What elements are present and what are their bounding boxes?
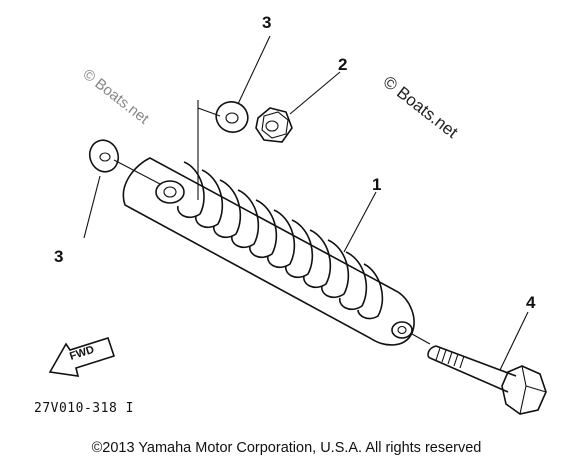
callout-bolt: 4 <box>526 293 536 312</box>
part-code: 27V010-318 I <box>34 401 134 416</box>
washer-top <box>215 101 249 133</box>
washer-left <box>88 139 120 173</box>
fwd-label: FWD <box>68 344 96 363</box>
shock-absorber <box>122 157 415 346</box>
copyright-notice: ©2013 Yamaha Motor Corporation, U.S.A. A… <box>91 440 482 456</box>
leader-lines <box>83 35 529 371</box>
nut <box>255 107 293 143</box>
bolt <box>427 345 547 415</box>
fwd-arrow: FWD <box>48 337 116 377</box>
callout-washer-left: 3 <box>54 247 63 266</box>
callout-nut: 2 <box>338 55 347 74</box>
coil-spring <box>177 161 384 320</box>
watermark-faint: © Boats.net <box>80 66 153 128</box>
watermark-main: © Boats.net <box>380 72 462 142</box>
callout-washer-top: 3 <box>262 13 271 32</box>
alignment-lines <box>113 100 431 345</box>
callout-shock-absorber: 1 <box>372 175 381 194</box>
